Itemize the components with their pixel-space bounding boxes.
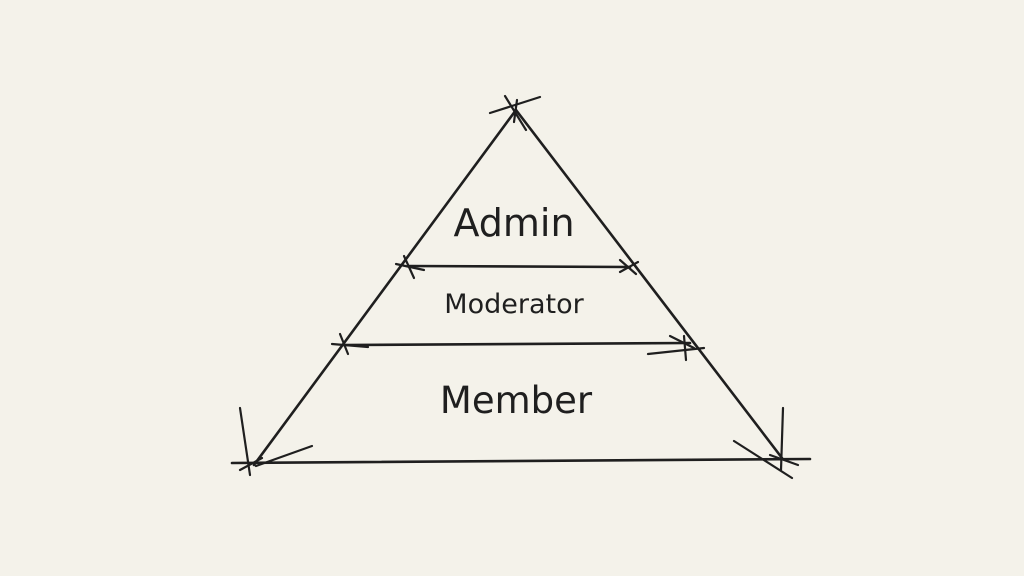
divider-mark-admin-right [618, 258, 640, 276]
divider-mark-member-left [330, 332, 370, 356]
vertex-mark-bottom-right [732, 406, 800, 480]
divider-moderator-member [340, 341, 692, 347]
divider-mark-admin-left [394, 254, 426, 280]
pyramid-left-edge [252, 108, 518, 467]
tier-label-member: Member [440, 379, 593, 422]
divider-mark-member-right [646, 334, 706, 362]
pyramid-right-edge [514, 108, 784, 460]
tier-label-moderator: Moderator [444, 289, 584, 320]
divider-admin-moderator [406, 264, 632, 269]
tier-label-admin: Admin [453, 201, 574, 245]
vertex-mark-top [488, 94, 542, 132]
pyramid-base-line [230, 457, 812, 465]
vertex-mark-bottom-left [238, 406, 314, 477]
